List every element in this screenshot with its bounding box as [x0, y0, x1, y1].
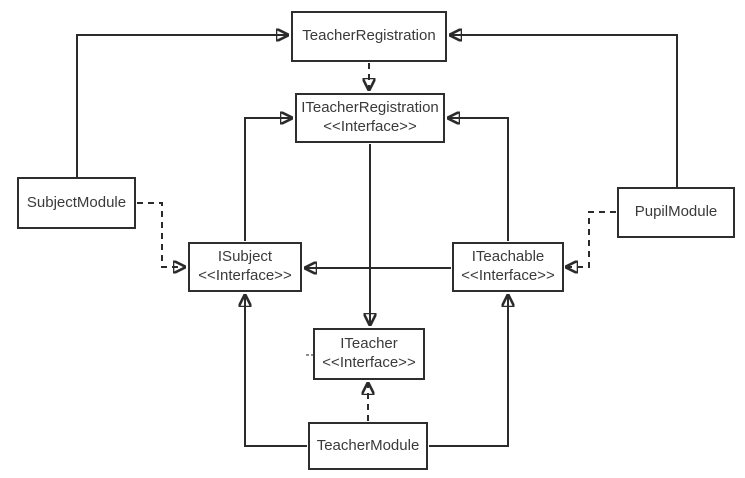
edge-subjectmodule-isubject [137, 202, 186, 267]
edge-isubject-iteacherregistration [244, 118, 293, 241]
edge-teachermodule-isubject [245, 294, 307, 447]
node-isubject: ISubject <<Interface>> [188, 242, 302, 292]
node-iteacher: ITeacher <<Interface>> [313, 328, 425, 380]
node-stereotype: <<Interface>> [323, 118, 417, 135]
node-teachermodule: TeacherModule [308, 422, 428, 470]
node-stereotype: <<Interface>> [198, 267, 292, 284]
node-stereotype: <<Interface>> [322, 354, 416, 371]
node-iteacherregistration: ITeacherRegistration <<Interface>> [295, 93, 445, 143]
node-label: SubjectModule [26, 193, 127, 211]
node-label: PupilModule [634, 203, 718, 221]
node-pupilmodule: PupilModule [617, 187, 735, 238]
node-label: ITeacherRegistration [301, 99, 439, 117]
node-subjectmodule: SubjectModule [17, 177, 136, 229]
edge-teachermodule-iteachable [429, 294, 508, 447]
node-iteachable: ITeachable <<Interface>> [452, 242, 564, 292]
node-label: ISubject [217, 248, 273, 266]
node-label: TeacherRegistration [302, 27, 436, 45]
edge-pupilmodule-iteachable [565, 211, 616, 267]
edge-pupilmodule-teacherregistration [449, 35, 678, 187]
edge-iteachable-iteacherregistration [447, 118, 509, 241]
node-label: TeacherModule [316, 436, 420, 454]
node-stereotype: <<Interface>> [461, 267, 555, 284]
node-teacherregistration: TeacherRegistration [291, 11, 447, 62]
node-label: ITeacher [340, 335, 398, 353]
edge-subjectmodule-teacherregistration [76, 35, 289, 177]
node-label: ITeachable [471, 248, 545, 266]
